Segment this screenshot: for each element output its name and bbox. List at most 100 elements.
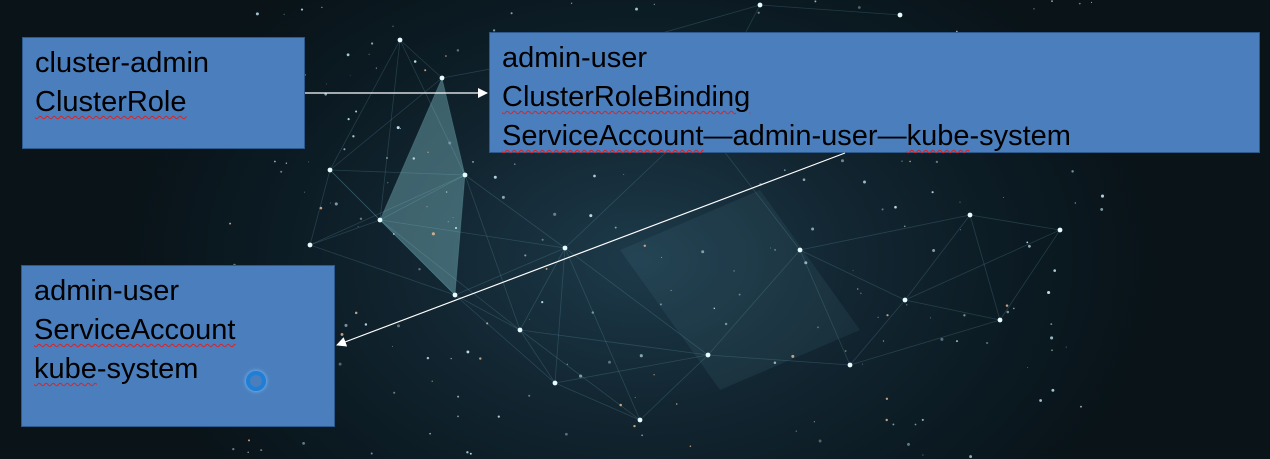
star-dot bbox=[426, 206, 428, 208]
star-dot bbox=[818, 439, 822, 443]
star-dot bbox=[370, 42, 374, 45]
star-dot bbox=[619, 403, 622, 407]
web-line bbox=[309, 219, 381, 246]
star-dot bbox=[959, 229, 962, 231]
glass-shard bbox=[380, 78, 465, 295]
star-dot bbox=[497, 415, 500, 418]
star-dot bbox=[452, 217, 454, 219]
web-line bbox=[454, 294, 556, 384]
star-dot bbox=[774, 248, 777, 251]
star-dot bbox=[472, 161, 474, 163]
star-dot bbox=[330, 202, 331, 204]
star-dot bbox=[901, 160, 903, 162]
web-line bbox=[399, 39, 443, 79]
star-dot bbox=[922, 454, 924, 456]
star-dot bbox=[413, 60, 417, 63]
star-dot bbox=[448, 141, 452, 145]
star-dot bbox=[653, 374, 655, 376]
star-dot bbox=[904, 225, 906, 227]
star-dot bbox=[795, 430, 797, 432]
star-dot bbox=[396, 324, 401, 328]
star-dot bbox=[347, 118, 350, 121]
web-line bbox=[999, 229, 1061, 321]
network-node bbox=[797, 247, 803, 253]
star-dot bbox=[454, 226, 458, 230]
binding-subject-namespace-suffix: -system bbox=[969, 120, 1071, 152]
service-account-name: admin-user bbox=[34, 275, 180, 307]
network-node bbox=[552, 380, 558, 386]
star-dot bbox=[338, 362, 342, 366]
star-dot bbox=[1050, 323, 1053, 326]
service-account-box: admin-user ServiceAccount kube-system bbox=[21, 265, 335, 427]
binding-kind: ClusterRoleBinding bbox=[502, 81, 751, 113]
star-dot bbox=[907, 442, 910, 446]
web-line bbox=[849, 319, 1001, 366]
star-dot bbox=[813, 421, 815, 423]
star-dot bbox=[759, 183, 762, 186]
star-dot bbox=[396, 126, 400, 130]
star-dot bbox=[300, 8, 304, 11]
star-dot bbox=[1071, 170, 1074, 173]
binding-subject-kind: ServiceAccount bbox=[502, 120, 704, 152]
star-dot bbox=[229, 222, 232, 225]
star-dot bbox=[340, 332, 344, 336]
star-dot bbox=[1074, 202, 1076, 204]
star-dot bbox=[375, 67, 377, 69]
star-dot bbox=[852, 269, 854, 271]
star-dot bbox=[643, 244, 647, 248]
star-dot bbox=[285, 162, 288, 164]
web-line bbox=[464, 174, 521, 331]
network-node bbox=[1057, 227, 1063, 233]
star-dot bbox=[641, 434, 643, 437]
star-dot bbox=[570, 2, 573, 4]
star-dot bbox=[445, 55, 447, 57]
star-dot bbox=[566, 363, 569, 366]
star-dot bbox=[393, 391, 396, 394]
service-account-namespace-line: kube-system bbox=[34, 350, 322, 389]
star-dot bbox=[457, 395, 460, 398]
star-dot bbox=[321, 6, 323, 8]
star-dot bbox=[857, 288, 859, 290]
star-dot bbox=[355, 110, 358, 113]
star-dot bbox=[469, 452, 472, 455]
star-dot bbox=[635, 7, 638, 11]
binding-subject-name: admin-user bbox=[732, 120, 878, 152]
star-dot bbox=[343, 148, 346, 151]
star-dot bbox=[817, 326, 819, 329]
network-node bbox=[705, 352, 711, 358]
star-dot bbox=[457, 415, 459, 418]
star-dot bbox=[359, 217, 363, 220]
star-dot bbox=[659, 303, 662, 306]
star-dot bbox=[935, 160, 939, 164]
star-dot bbox=[1065, 346, 1067, 348]
star-dot bbox=[493, 175, 497, 179]
network-node bbox=[452, 292, 458, 298]
star-dot bbox=[675, 403, 678, 405]
star-dot bbox=[399, 128, 402, 130]
network-node bbox=[439, 75, 445, 81]
star-dot bbox=[429, 432, 431, 435]
star-dot bbox=[623, 173, 625, 176]
web-line bbox=[799, 214, 971, 251]
star-dot bbox=[466, 350, 470, 354]
star-dot bbox=[1051, 388, 1055, 392]
star-dot bbox=[931, 191, 934, 194]
star-dot bbox=[757, 11, 760, 14]
star-dot bbox=[791, 354, 795, 358]
star-dot bbox=[319, 206, 323, 210]
web-line bbox=[554, 382, 641, 421]
star-dot bbox=[324, 92, 328, 96]
star-dot bbox=[370, 452, 373, 455]
star-dot bbox=[804, 261, 808, 265]
star-dot bbox=[450, 357, 452, 360]
star-dot bbox=[770, 247, 772, 249]
star-dot bbox=[860, 292, 862, 295]
star-dot bbox=[591, 311, 594, 314]
web-line bbox=[904, 299, 1001, 321]
star-dot bbox=[589, 214, 593, 218]
star-dot bbox=[541, 301, 544, 304]
star-dot bbox=[844, 350, 847, 352]
star-dot bbox=[738, 293, 741, 296]
star-dot bbox=[863, 180, 866, 184]
